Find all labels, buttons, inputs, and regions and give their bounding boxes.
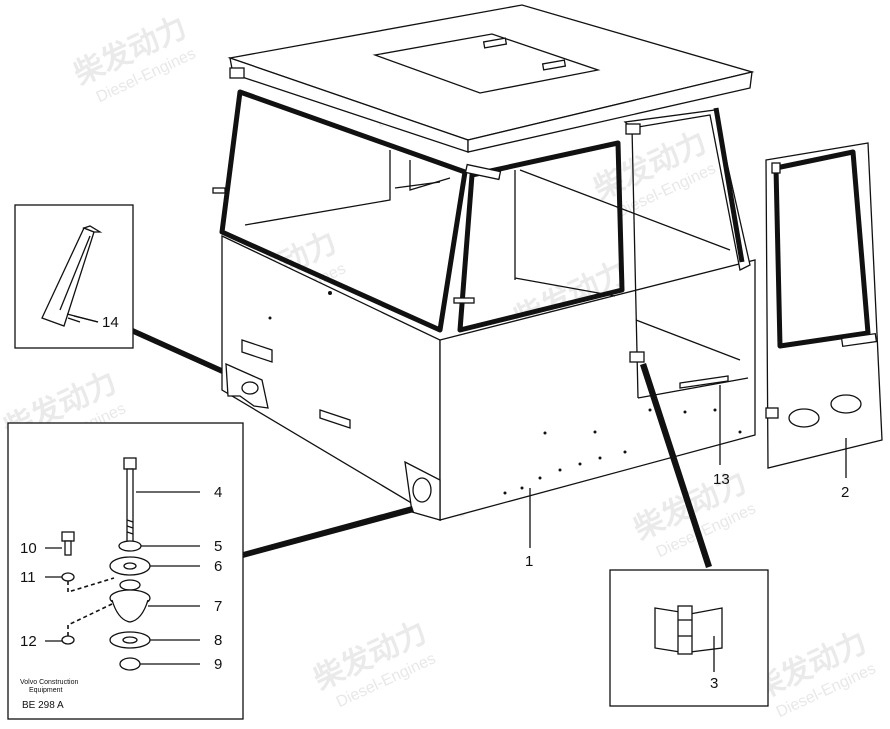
watermark-5: 柴发动力 Diesel-Engines [589,125,719,221]
watermark-1: 柴发动力 Diesel-Engines [69,10,199,106]
maker-line-1: Volvo Construction [20,679,78,686]
label-rubber-mount: 7 [214,598,222,615]
label-nut: 9 [214,656,222,673]
inset-seal-strip [14,204,222,374]
label-washer-upper: 5 [214,538,222,555]
inset-hinge [609,363,769,707]
maker-line-2: Equipment [29,687,63,694]
label-sill-plate: 13 [713,471,730,488]
label-door: 2 [841,484,849,501]
inset-mount-parts [7,422,414,720]
label-hinge: 3 [710,675,718,692]
label-plate-upper: 6 [214,558,222,575]
cab-illustration [212,4,756,522]
label-lock-washer-upper: 11 [20,569,36,586]
label-screw: 10 [20,540,37,557]
label-seal-strip: 14 [102,314,119,331]
label-cab: 1 [525,553,533,570]
watermark-8: 柴发动力 Diesel-Engines [309,615,439,711]
main-leader-lines [73,315,847,548]
label-lock-washer-lower: 12 [20,633,37,650]
label-bolt: 4 [214,484,222,501]
figure-code: BE 298 A [22,700,64,711]
door-illustration [765,142,883,469]
label-washer-lower: 8 [214,632,222,649]
